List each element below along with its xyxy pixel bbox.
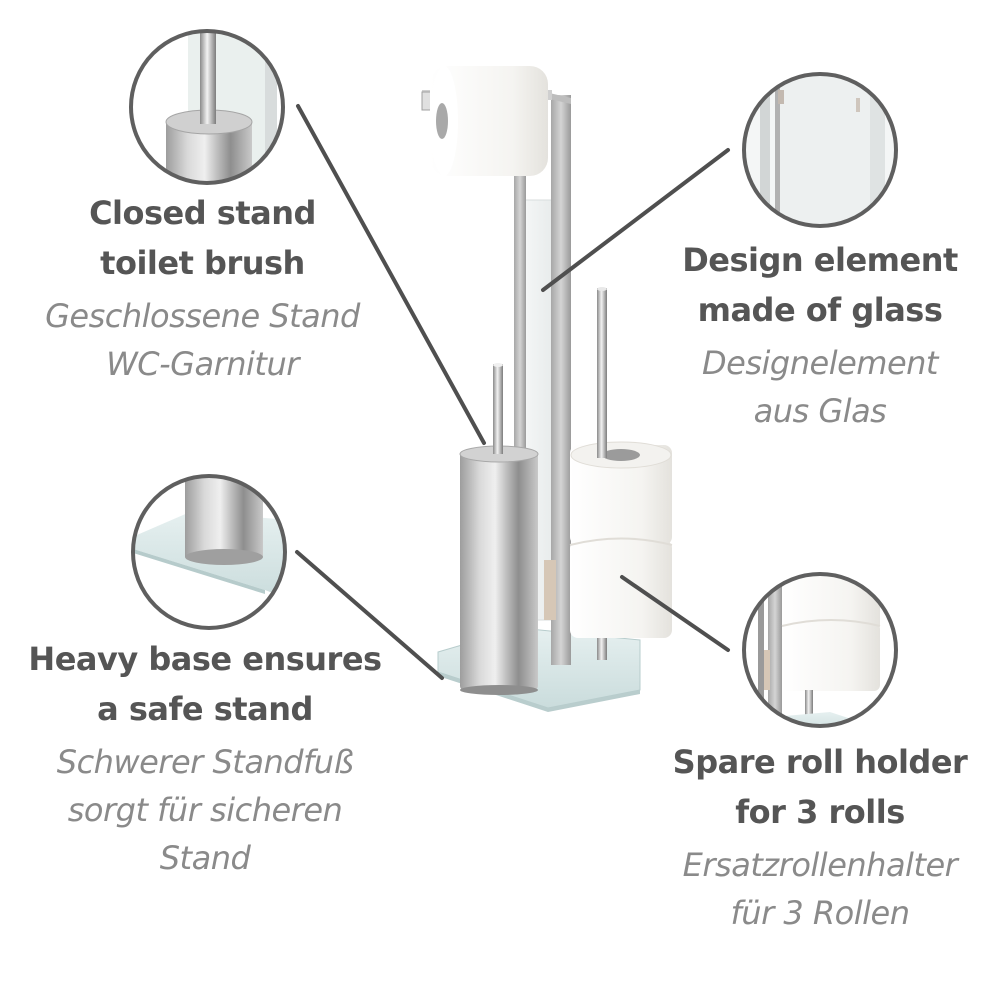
detail-circle-glass bbox=[742, 72, 898, 228]
callout-title: Heavy base ensures a safe stand bbox=[0, 634, 410, 734]
callout-subtitle: Designelement aus Glas bbox=[615, 339, 1000, 435]
callout-heavy-base: Heavy base ensures a safe stand Schwerer… bbox=[0, 634, 410, 882]
glass-base-detail-icon bbox=[131, 474, 287, 630]
spare-roll-detail-icon bbox=[742, 572, 898, 728]
callout-toilet-brush: Closed stand toilet brush Geschlossene S… bbox=[0, 188, 405, 388]
title-line: a safe stand bbox=[97, 690, 313, 728]
detail-circle-base bbox=[131, 474, 287, 630]
subtitle-line: Stand bbox=[159, 839, 251, 877]
callout-title: Design element made of glass bbox=[615, 235, 1000, 335]
title-line: for 3 rolls bbox=[735, 793, 905, 831]
title-line: Design element bbox=[682, 241, 958, 279]
callout-title: Closed stand toilet brush bbox=[0, 188, 405, 288]
subtitle-line: Ersatzrollenhalter bbox=[682, 846, 958, 884]
detail-circle-spare bbox=[742, 572, 898, 728]
callout-spare-roll-holder: Spare roll holder for 3 rolls Ersatzroll… bbox=[615, 737, 1000, 937]
connector-brush bbox=[296, 104, 486, 445]
glass-panel-detail-icon bbox=[742, 72, 898, 228]
callout-subtitle: Schwerer Standfuß sorgt für sicheren Sta… bbox=[0, 738, 410, 882]
subtitle-line: Geschlossene Stand bbox=[45, 297, 360, 335]
callout-glass-element: Design element made of glass Designeleme… bbox=[615, 235, 1000, 435]
connector-glass bbox=[541, 148, 730, 292]
subtitle-line: sorgt für sicheren bbox=[67, 791, 343, 829]
subtitle-line: aus Glas bbox=[753, 392, 887, 430]
subtitle-line: für 3 Rollen bbox=[730, 894, 910, 932]
title-line: toilet brush bbox=[100, 244, 305, 282]
toilet-paper-stand-icon bbox=[421, 66, 673, 712]
callout-subtitle: Geschlossene Stand WC-Garnitur bbox=[0, 292, 405, 388]
title-line: Closed stand bbox=[89, 194, 316, 232]
connector-base bbox=[295, 550, 444, 680]
title-line: Spare roll holder bbox=[672, 743, 968, 781]
callout-subtitle: Ersatzrollenhalter für 3 Rollen bbox=[615, 841, 1000, 937]
toilet-brush-detail-icon bbox=[129, 29, 285, 185]
title-line: made of glass bbox=[697, 291, 943, 329]
subtitle-line: WC-Garnitur bbox=[106, 345, 299, 383]
title-line: Heavy base ensures bbox=[28, 640, 382, 678]
connector-lines bbox=[295, 104, 730, 680]
callout-title: Spare roll holder for 3 rolls bbox=[615, 737, 1000, 837]
subtitle-line: Schwerer Standfuß bbox=[56, 743, 354, 781]
detail-circle-brush bbox=[129, 29, 285, 185]
connector-spare bbox=[620, 575, 730, 652]
subtitle-line: Designelement bbox=[702, 344, 938, 382]
